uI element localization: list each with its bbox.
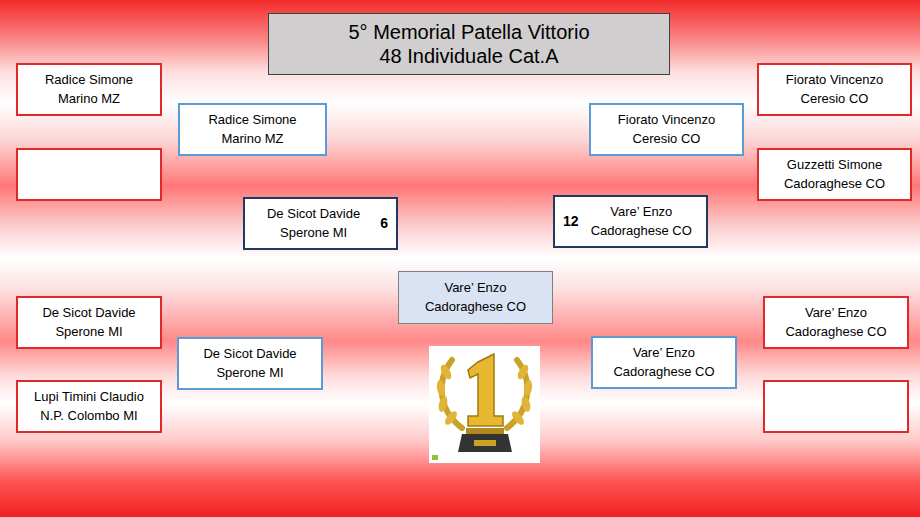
player-name: De Sicot Davide Sperone MI	[26, 304, 152, 342]
player-box: Guzzetti Simone Cadoraghese CO	[757, 148, 912, 201]
player-name: Guzzetti Simone Cadoraghese CO	[772, 156, 898, 194]
title-text: 5° Memorial Patella Vittorio 48 Individu…	[342, 20, 597, 68]
empty-slot	[16, 148, 162, 201]
player-name: De Sicot Davide Sperone MI	[253, 205, 374, 243]
player-name: Lupi Timini Claudio N.P. Colombo MI	[26, 388, 152, 426]
score-number: 12	[563, 211, 579, 231]
title-box: 5° Memorial Patella Vittorio 48 Individu…	[268, 13, 670, 75]
player-box: De Sicot Davide Sperone MI	[177, 337, 323, 390]
player-name: Vare’ Enzo Cadoraghese CO	[773, 304, 899, 342]
player-box: De Sicot Davide Sperone MI	[16, 296, 162, 349]
player-box: Radice Simone Marino MZ	[178, 103, 327, 156]
player-name: De Sicot Davide Sperone MI	[187, 345, 313, 383]
player-box: Vare’ Enzo Cadoraghese CO	[591, 336, 737, 389]
player-box: Vare’ Enzo Cadoraghese CO 12	[553, 195, 708, 248]
player-box: Radice Simone Marino MZ	[16, 63, 162, 116]
player-name: Radice Simone Marino MZ	[26, 71, 152, 109]
player-box: Lupi Timini Claudio N.P. Colombo MI	[16, 380, 162, 433]
player-name: Radice Simone Marino MZ	[190, 111, 316, 149]
player-name: Fiorato Vincenzo Ceresio CO	[772, 71, 898, 109]
player-box: Vare’ Enzo Cadoraghese CO	[398, 271, 553, 324]
score-number: 6	[380, 213, 388, 233]
player-box: De Sicot Davide Sperone MI 6	[243, 197, 398, 250]
player-name: Vare’ Enzo Cadoraghese CO	[413, 279, 539, 317]
empty-slot	[763, 380, 909, 433]
trophy-background	[429, 346, 540, 463]
player-box: Fiorato Vincenzo Ceresio CO	[757, 63, 912, 116]
player-name: Fiorato Vincenzo Ceresio CO	[604, 111, 730, 149]
player-box: Fiorato Vincenzo Ceresio CO	[589, 103, 744, 156]
player-box: Vare’ Enzo Cadoraghese CO	[763, 296, 909, 349]
player-name: Vare’ Enzo Cadoraghese CO	[601, 344, 727, 382]
player-name: Vare’ Enzo Cadoraghese CO	[585, 203, 698, 241]
trophy	[432, 354, 533, 460]
